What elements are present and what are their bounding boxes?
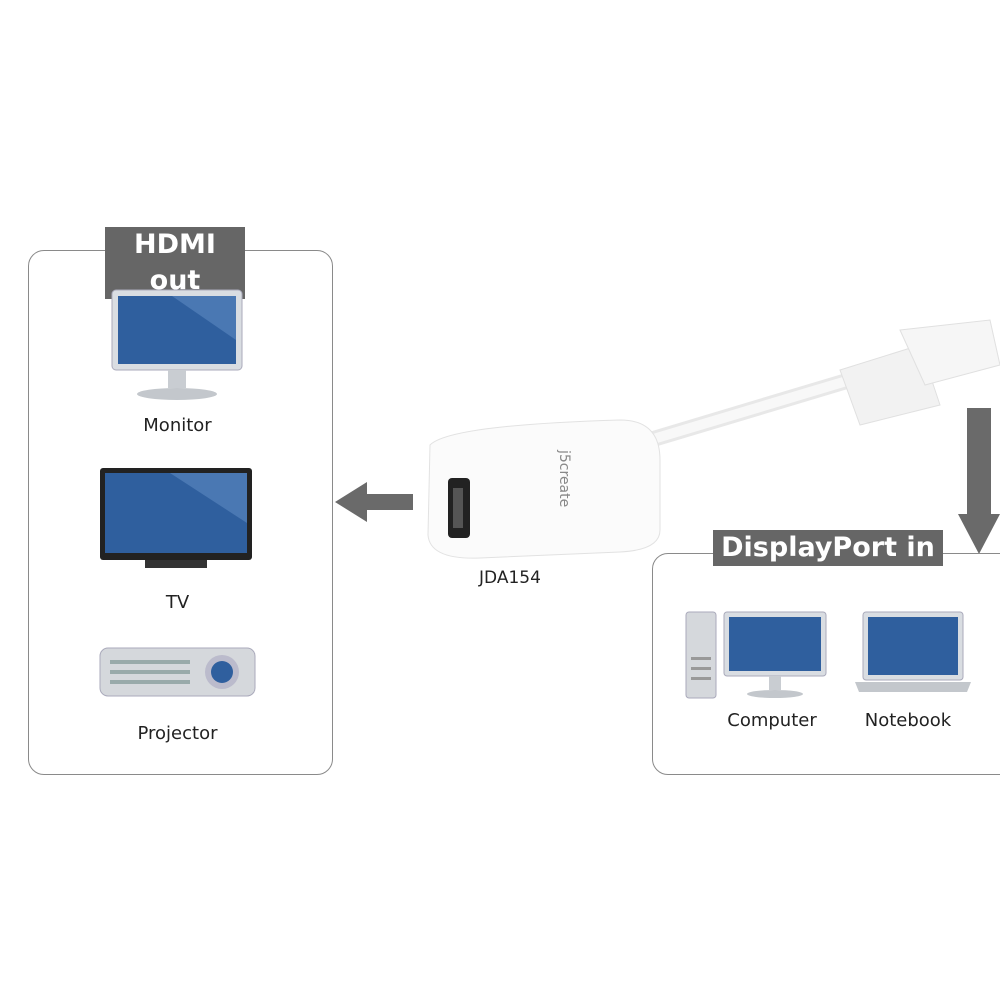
adapter-model-label: JDA154 xyxy=(479,568,541,588)
tv-label: TV xyxy=(165,592,190,613)
svg-text:j5create: j5create xyxy=(556,449,572,507)
projector-icon xyxy=(99,647,256,697)
notebook-icon xyxy=(855,611,971,692)
notebook-label: Notebook xyxy=(864,710,952,731)
projector-label: Projector xyxy=(137,723,218,744)
monitor-label: Monitor xyxy=(143,415,212,436)
monitor-icon xyxy=(111,289,243,400)
arrow-down-icon xyxy=(958,408,1000,554)
adapter-image: j5create xyxy=(427,319,1000,559)
tv-icon xyxy=(100,468,252,568)
computer-label: Computer xyxy=(727,710,817,731)
computer-icon xyxy=(685,611,827,699)
hdmi-out-title: HDMI out xyxy=(105,227,245,299)
arrow-left-icon xyxy=(335,482,413,522)
displayport-in-title: DisplayPort in xyxy=(713,530,943,566)
